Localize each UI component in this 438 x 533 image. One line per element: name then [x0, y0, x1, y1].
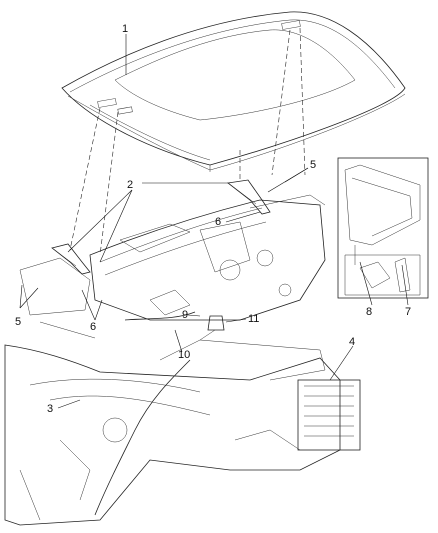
hood-release-cable-lower: [94, 359, 191, 516]
callout-3: 3: [47, 403, 53, 415]
alignment-lines: [69, 27, 306, 256]
hood-hinge-left: [51, 243, 91, 275]
callout-5-upper: 5: [310, 159, 316, 171]
callout-1: 1: [122, 23, 128, 35]
callout-5-lower: 5: [15, 316, 21, 328]
radiator-support: [297, 379, 361, 451]
engine-bay-lower: [4, 329, 341, 526]
hood-panel: [61, 11, 406, 172]
callout-2: 2: [127, 179, 133, 191]
leader-lines: [19, 34, 409, 409]
hood-bumper: [207, 315, 225, 331]
callout-4: 4: [349, 336, 355, 348]
callout-7: 7: [405, 306, 411, 318]
cowl-and-fender-structure: [19, 194, 326, 321]
callout-9: 9: [182, 309, 188, 321]
hood-hinge-right: [227, 179, 271, 215]
callout-8: 8: [366, 306, 372, 318]
callout-labels: 1 2 5 6 5 6 8 7 9 11 10 4 3: [15, 23, 411, 415]
hood-release-cable-upper: [39, 311, 196, 339]
hood-seal-inset: [337, 157, 429, 299]
callout-10: 10: [178, 349, 190, 361]
callout-11: 11: [248, 313, 259, 325]
callout-6-lower: 6: [90, 321, 96, 333]
callout-6-upper: 6: [215, 216, 221, 228]
